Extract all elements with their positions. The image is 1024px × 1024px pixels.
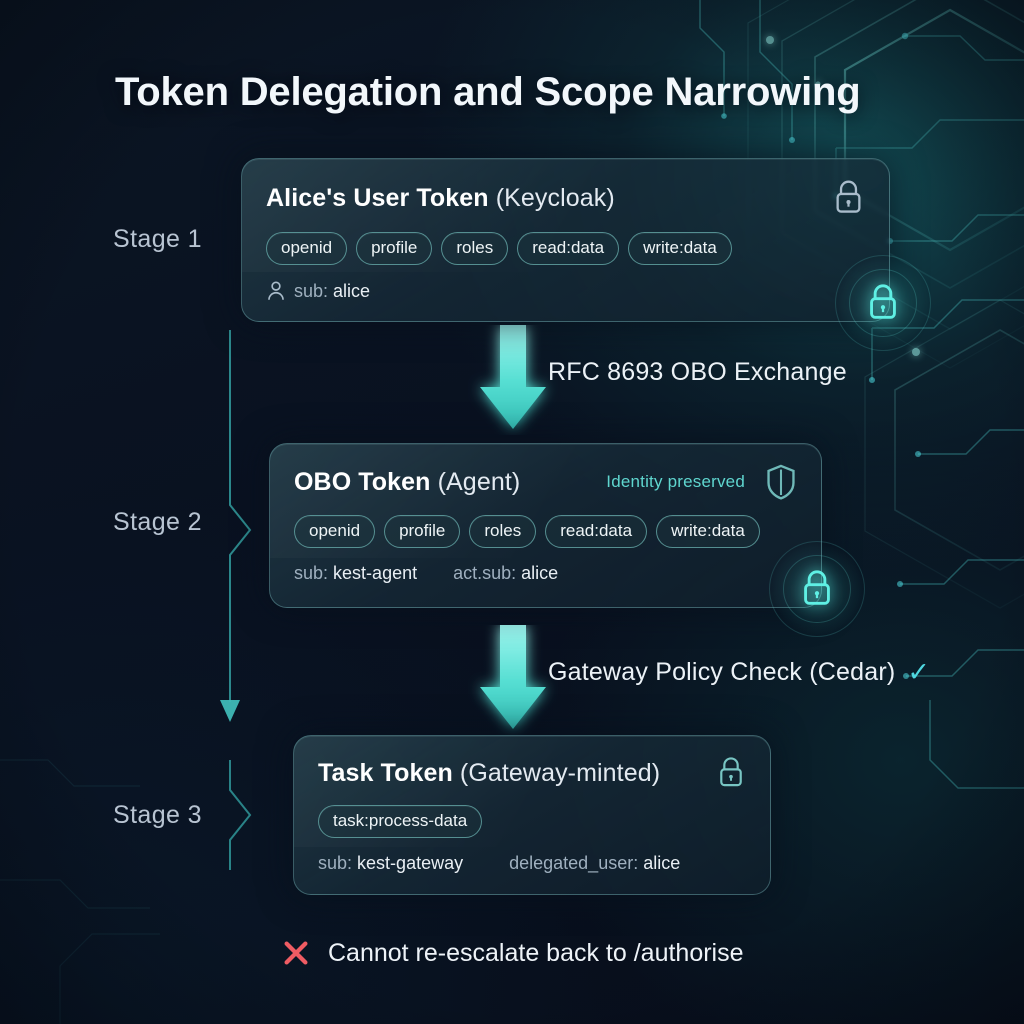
stage-label-1: Stage 1 [113,225,202,253]
scope-chip[interactable]: profile [356,232,433,265]
claim-item: sub: kest-gateway [318,853,463,874]
claims-row-1: sub: alice [266,280,865,302]
card-title-sub-3: (Gateway-minted) [459,758,661,787]
card-title-2: OBO Token (Agent) [294,468,520,497]
card-title-main-2: OBO Token [294,467,431,496]
card-title-1: Alice's User Token (Keycloak) [266,184,615,213]
shield-icon [767,464,795,500]
scope-chip[interactable]: task:process-data [318,805,483,838]
claim-key: delegated_user: [509,853,639,873]
person-icon [268,281,284,300]
identity-preserved-badge: Identity preserved [606,472,745,491]
claim-key: sub: [318,853,353,873]
claim-item: sub: alice [294,281,370,302]
card-title-main-3: Task Token [318,758,453,787]
down-arrow-icon [480,625,546,729]
scope-chip[interactable]: openid [266,232,348,265]
claims-row-2: sub: kest-agent act.sub: alice [294,563,797,584]
transition-text: RFC 8693 OBO Exchange [548,358,847,386]
claim-key: act.sub: [453,563,517,583]
claim-key: sub: [294,280,329,301]
scope-chip[interactable]: roles [469,515,537,548]
transition-text: Gateway Policy Check (Cedar) [548,658,896,686]
scope-chip[interactable]: read:data [517,232,620,265]
stage-label-3: Stage 3 [113,801,202,829]
transition-label-1: RFC 8693 OBO Exchange [548,358,847,387]
token-card-stage-2[interactable]: OBO Token (Agent) Identity preserved ope… [269,443,865,637]
lock-icon [836,180,861,213]
stage3-chevron [229,760,252,870]
claim-key: sub: [294,563,329,583]
stage-connector-rail [220,330,252,722]
token-card-stage-3[interactable]: Task Token (Gateway-minted) task:process… [293,735,771,895]
claim-value: kest-gateway [357,853,464,873]
scope-chip[interactable]: roles [441,232,509,265]
card-title-sub-1: (Keycloak) [495,183,615,212]
card-header-3: Task Token (Gateway-minted) [318,756,746,790]
claim-item: delegated_user: alice [509,853,680,874]
x-mark-icon [281,938,311,968]
card-header-2: OBO Token (Agent) Identity preserved [294,464,797,500]
claim-value: alice [333,280,371,301]
card-header-1: Alice's User Token (Keycloak) [266,179,865,217]
card-title-sub-2: (Agent) [437,467,521,496]
scope-chip[interactable]: read:data [545,515,648,548]
transition-label-2: Gateway Policy Check (Cedar) ✓ [548,658,930,687]
token-card-stage-1[interactable]: Alice's User Token (Keycloak) openid pro… [241,158,931,351]
scope-chip-list-1: openid profile roles read:data write:dat… [266,232,865,265]
claim-item: sub: kest-agent [294,563,417,584]
stage-label-2: Stage 2 [113,508,202,536]
scope-chip[interactable]: write:data [628,232,732,265]
check-icon: ✓ [907,657,931,687]
footer-text: Cannot re-escalate back to /authorise [328,938,744,967]
scope-chip[interactable]: profile [384,515,461,548]
claims-row-3: sub: kest-gateway delegated_user: alice [318,853,746,874]
card-title-main-1: Alice's User Token [266,183,489,212]
claim-item: act.sub: alice [453,563,558,584]
scope-chip[interactable]: write:data [656,515,760,548]
claim-value: alice [643,853,681,873]
claim-value: alice [521,563,559,583]
lock-icon [720,757,742,787]
footer-note: Cannot re-escalate back to /authorise [281,938,744,968]
page-title: Token Delegation and Scope Narrowing [115,70,861,114]
claim-value: kest-agent [333,563,418,583]
card-title-3: Task Token (Gateway-minted) [318,759,660,788]
scope-chip-list-3: task:process-data [318,805,746,838]
scope-chip[interactable]: openid [294,515,376,548]
scope-chip-list-2: openid profile roles read:data write:dat… [294,515,797,548]
down-arrow-icon [480,325,546,429]
